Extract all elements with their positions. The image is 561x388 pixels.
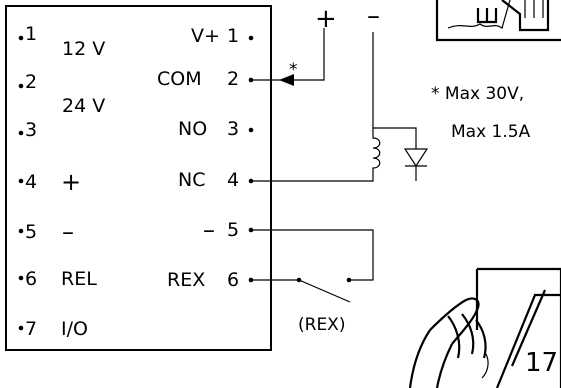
terminal-label: V+	[191, 25, 220, 47]
voltage-12v-label: 12 V	[62, 38, 105, 60]
terminal-dot	[18, 325, 24, 331]
left-terminal-3: 3	[18, 119, 37, 141]
terminal-label: +	[61, 168, 81, 196]
diode-icon	[403, 148, 429, 168]
relay-loop-wire	[251, 127, 417, 182]
terminal-number: 4	[25, 171, 37, 193]
right-terminal-4: NC 4	[178, 169, 254, 191]
terminal-number: 4	[227, 169, 239, 191]
supply-plus-label: +	[315, 4, 337, 34]
relay-coil-icon	[372, 128, 381, 172]
right-terminal-3: NO 3	[178, 118, 254, 140]
terminal-dot	[248, 127, 254, 133]
hand-page-illustration	[408, 267, 561, 388]
com-asterisk: *	[289, 60, 298, 80]
terminal-dot	[18, 275, 24, 281]
terminal-label: NC	[178, 169, 205, 191]
left-terminal-5: 5 –	[18, 218, 74, 246]
terminal-label: NO	[178, 118, 207, 140]
terminal-label: I/O	[61, 318, 88, 340]
rex-contact-right	[346, 277, 352, 283]
terminal-number: 5	[25, 221, 37, 243]
terminal-number: 3	[227, 118, 239, 140]
terminal-number: 1	[25, 23, 37, 45]
terminal-number: 1	[227, 25, 239, 47]
terminal-number: 6	[227, 269, 239, 291]
com-arrowhead	[279, 74, 294, 86]
terminal-number: 3	[25, 119, 37, 141]
terminal-dot	[18, 130, 24, 136]
terminal-number: 6	[25, 268, 37, 290]
left-terminal-1: 1	[18, 23, 37, 45]
terminal-dot	[18, 228, 24, 234]
voltage-24v-label: 24 V	[62, 95, 105, 117]
terminal-label: –	[203, 216, 215, 244]
terminal-number: 2	[227, 68, 239, 90]
terminal-number: 2	[25, 71, 37, 93]
terminal-number: 7	[25, 318, 37, 340]
supply-plus-wire	[251, 28, 325, 81]
note-line-2: Max 1.5A	[451, 122, 531, 142]
page-number: 17	[525, 348, 558, 378]
rex-switch-lever	[298, 279, 351, 303]
terminal-dot	[18, 83, 24, 89]
terminal-label: REX	[167, 269, 205, 291]
left-terminal-4: 4 +	[18, 168, 81, 196]
connector-illustration	[435, 0, 561, 42]
rex-switch-label: (REX)	[298, 315, 345, 335]
left-terminal-2: 2	[18, 71, 37, 93]
terminal-dot	[18, 35, 24, 41]
terminal-block	[5, 5, 272, 351]
note-line-1: * Max 30V,	[431, 84, 524, 104]
left-terminal-7: 7 I/O	[18, 318, 88, 340]
left-terminal-6: 6 REL	[18, 268, 97, 290]
terminal-number: 5	[227, 219, 239, 241]
right-terminal-5: – 5	[203, 216, 254, 244]
terminal-label: COM	[157, 68, 202, 90]
right-terminal-6: REX 6	[167, 269, 254, 291]
terminal-dot	[248, 35, 254, 41]
right-terminal-2: COM 2	[157, 68, 254, 90]
terminal-dot	[18, 178, 24, 184]
terminal-label: REL	[61, 268, 97, 290]
terminal-label: –	[62, 218, 74, 246]
supply-minus-label: –	[367, 1, 380, 31]
rex-wire	[251, 229, 374, 281]
right-terminal-1: V+ 1	[191, 25, 254, 47]
